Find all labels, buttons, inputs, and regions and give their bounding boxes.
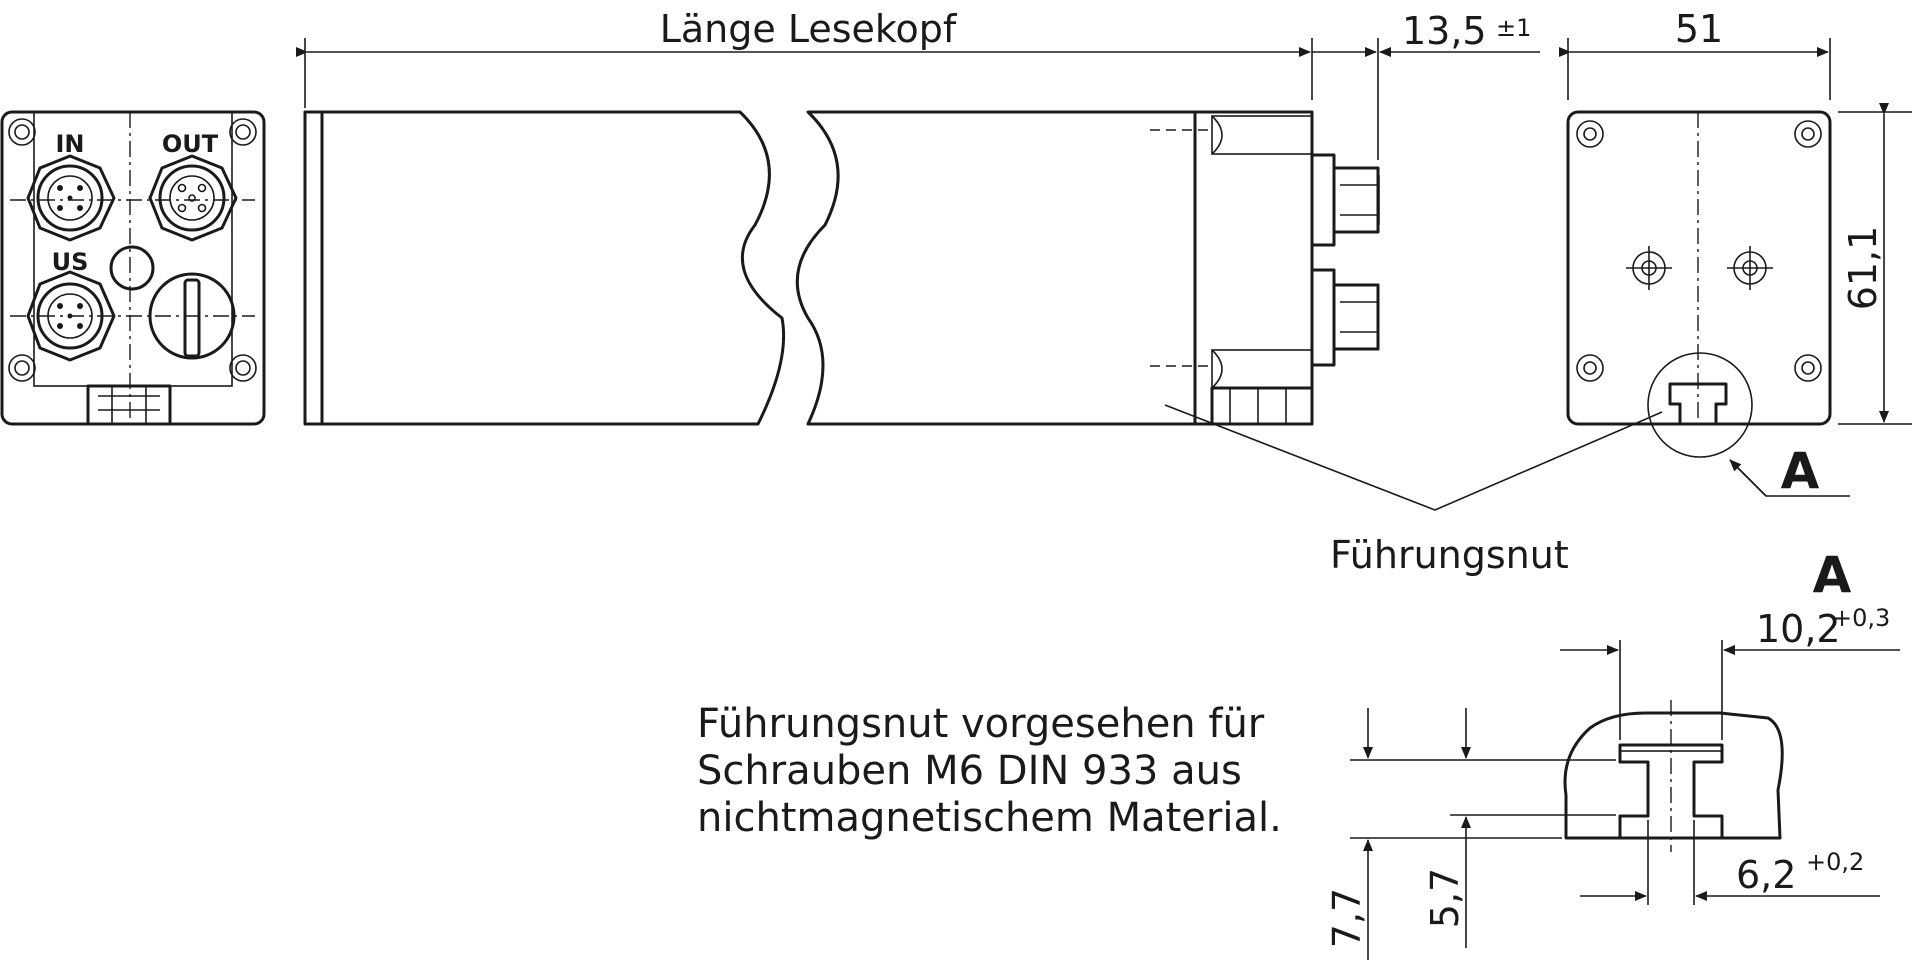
depth-outer-value: 7,7 [1325, 888, 1369, 948]
corner-screw-icon [8, 118, 257, 382]
detail-circle [1647, 352, 1753, 458]
detail-marker: A [1729, 442, 1850, 500]
slot-width-tolerance: +0,2 [1806, 848, 1864, 876]
detail-a-view: A 10,2 +0,3 6,2 +0,2 7,7 5,7 [1325, 546, 1900, 960]
port-out-label: OUT [162, 130, 219, 158]
height-value: 61,1 [1841, 226, 1885, 311]
width-value: 51 [1675, 7, 1723, 51]
groove-width-value: 10,2 [1756, 607, 1841, 651]
bottom-clamp-icon [86, 384, 172, 426]
groove-width-tolerance: +0,3 [1832, 604, 1890, 632]
port-in-label: IN [55, 130, 84, 158]
rotary-switch-icon [148, 272, 236, 360]
depth-inner-value: 5,7 [1423, 868, 1467, 928]
led-indicator-icon [109, 245, 155, 291]
in-connector-icon [26, 154, 116, 242]
out-connector-icon [148, 154, 238, 242]
slot-width-value: 6,2 [1736, 853, 1796, 897]
height-dimension: 61,1 [1838, 103, 1912, 425]
connector-depth-tolerance: ±1 [1496, 14, 1531, 42]
note-line-1: Führungsnut vorgesehen für [697, 701, 1265, 747]
guide-groove-callout: Führungsnut [1164, 404, 1663, 577]
note-line-2: Schrauben M6 DIN 933 aus [697, 748, 1242, 794]
detail-title: A [1813, 546, 1852, 604]
connector-depth-value: 13,5 [1402, 9, 1487, 53]
detail-marker-label: A [1781, 442, 1820, 500]
connector-depth-dimension: 13,5 ±1 [1312, 9, 1540, 160]
side-connector-lower-icon [1310, 268, 1380, 367]
note-line-3: nichtmagnetischem Material. [697, 795, 1282, 841]
port-us-label: US [52, 248, 89, 276]
rear-screw-icon [1576, 120, 1822, 382]
mounting-note: Führungsnut vorgesehen für Schrauben M6 … [697, 701, 1282, 841]
width-dimension: 51 [1559, 7, 1831, 100]
front-view-connector-face: IN OUT US [0, 110, 266, 426]
rear-view [1566, 110, 1832, 458]
us-connector-icon [26, 270, 116, 362]
side-view-reading-head [303, 110, 1380, 426]
guide-groove-label: Führungsnut [1330, 533, 1569, 577]
length-label: Länge Lesekopf [660, 7, 958, 51]
length-dimension: Länge Lesekopf [296, 7, 1313, 108]
side-connector-upper-icon [1310, 153, 1380, 247]
